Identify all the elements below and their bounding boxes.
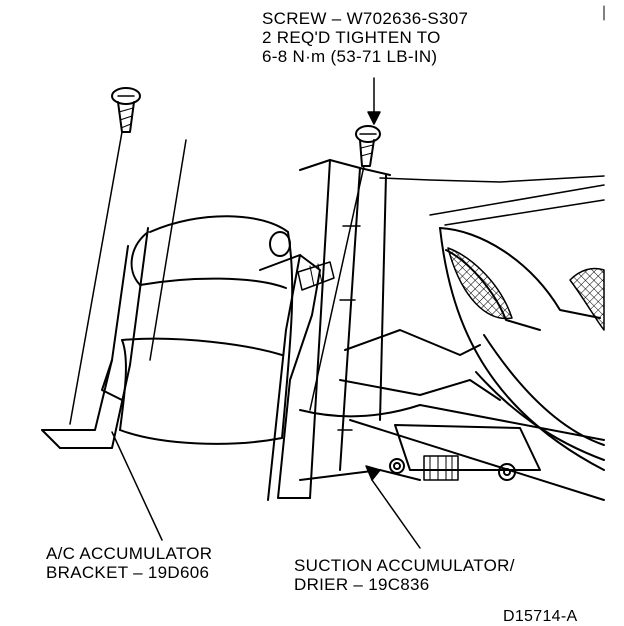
- drier-callout-line1: SUCTION ACCUMULATOR/: [294, 556, 515, 575]
- bracket-callout-line1: A/C ACCUMULATOR: [46, 544, 213, 563]
- figure-id: D15714-A: [503, 608, 578, 625]
- electrical-connector: [389, 424, 541, 481]
- fan-shroud: [379, 5, 605, 471]
- screw-callout-line3: 6-8 N·m (53-71 LB-IN): [262, 47, 438, 66]
- suction-accumulator-drier: [119, 215, 294, 445]
- leader-lines: [111, 77, 421, 549]
- bracket-callout: A/C ACCUMULATOR BRACKET – 19D606: [46, 544, 212, 582]
- drier-callout: SUCTION ACCUMULATOR/ DRIER – 19C836: [294, 556, 515, 594]
- screw-callout: SCREW – W702636-S307 2 REQ'D TIGHTEN TO …: [262, 9, 468, 66]
- radiator-support: [299, 159, 605, 501]
- screw-right: [297, 125, 381, 411]
- accumulator-bracket: [41, 139, 321, 501]
- drier-callout-line2: DRIER – 19C836: [294, 575, 430, 594]
- bracket-callout-line2: BRACKET – 19D606: [46, 563, 210, 582]
- screw-callout-line2: 2 REQ'D TIGHTEN TO: [262, 28, 441, 47]
- screw-callout-line1: SCREW – W702636-S307: [262, 9, 469, 28]
- screw-left: [69, 87, 141, 425]
